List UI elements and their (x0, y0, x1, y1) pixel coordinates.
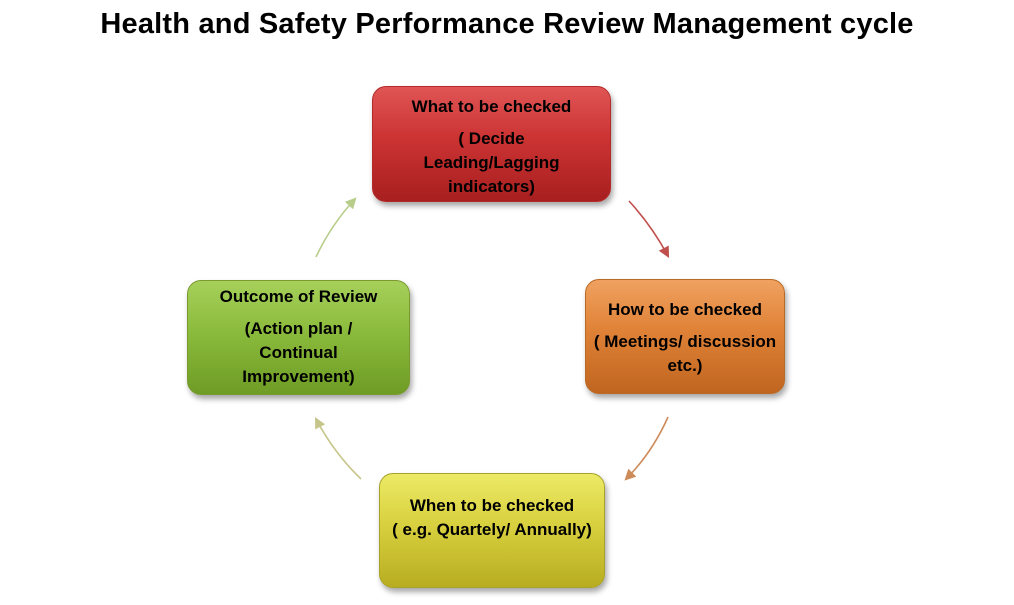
arrow-when-to-outcome (314, 417, 362, 480)
node-detail: ( Meetings/ discussion etc.) (593, 332, 777, 375)
node-heading: Outcome of Review (219, 287, 378, 306)
node-detail: ( e.g. Quartely/ Annually) (392, 520, 592, 539)
node-when-to-be-checked: When to be checked ( e.g. Quartely/ Annu… (379, 473, 605, 588)
node-heading: When to be checked (409, 496, 575, 515)
node-how-to-be-checked: How to be checked ( Meetings/ discussion… (585, 279, 785, 394)
node-outcome-of-review: Outcome of Review (Action plan / Continu… (187, 280, 410, 395)
node-detail: (Action plan / Continual Improvement) (242, 319, 355, 386)
arrow-how-to-when (624, 416, 669, 481)
page-title: Health and Safety Performance Review Man… (100, 8, 914, 40)
arrow-what-to-how (628, 200, 670, 258)
arrow-outcome-to-what (315, 197, 357, 258)
node-heading: What to be checked (411, 97, 572, 116)
node-what-to-be-checked: What to be checked ( Decide Leading/Lagg… (372, 86, 611, 202)
node-heading: How to be checked (608, 300, 762, 319)
node-detail: ( Decide Leading/Lagging indicators) (423, 129, 560, 196)
